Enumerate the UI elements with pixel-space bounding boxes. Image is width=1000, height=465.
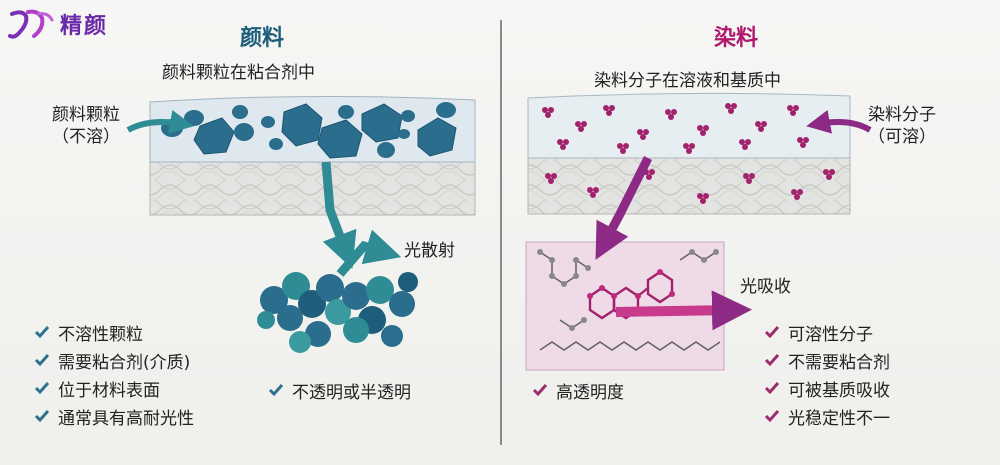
check-icon <box>532 384 548 397</box>
pigment-particle <box>234 123 254 141</box>
check-icon <box>34 326 50 339</box>
dye-molecule <box>557 139 569 150</box>
dye-extra-feature: 高透明度 <box>532 376 624 404</box>
check-icon <box>34 382 50 395</box>
pigment-feature-text: 不溶性颗粒 <box>58 324 143 345</box>
pigment-particle <box>261 116 275 128</box>
pigment-particle <box>184 110 204 126</box>
pigment-particle <box>377 142 395 158</box>
pigment-particle-label-line2: （不溶） <box>52 127 120 147</box>
check-icon <box>34 354 50 367</box>
pigment-particle <box>232 105 248 119</box>
dye-molecule <box>587 187 599 198</box>
dye-molecule <box>617 143 629 154</box>
check-icon <box>764 382 780 395</box>
pigment-feature: 不溶性颗粒 <box>34 318 194 346</box>
dye-molecule <box>823 169 835 180</box>
brand-logo-icon <box>8 9 54 39</box>
pigment-extra-feature-list: 不透明或半透明 <box>268 376 411 404</box>
dye-molecule <box>743 173 755 184</box>
dye-molecule <box>637 129 649 140</box>
dye-feature-text: 光稳定性不一 <box>788 408 890 429</box>
dye-pointer-arrow <box>806 109 872 134</box>
check-icon <box>268 384 284 397</box>
pigment-particle <box>317 119 363 159</box>
dye-molecule <box>697 193 709 204</box>
pigment-particle <box>281 103 323 147</box>
dye-molecule <box>697 125 709 136</box>
pigment-subtitle: 颜料颗粒在粘合剂中 <box>162 63 315 83</box>
dye-feature: 可被基质吸收 <box>764 374 890 402</box>
pigment-feature: 需要粘合剂(介质) <box>34 346 194 374</box>
light-absorb-arrow <box>615 290 752 331</box>
brand-name: 精颜 <box>60 14 109 39</box>
dye-molecule <box>575 121 587 132</box>
center-divider <box>500 20 502 445</box>
dye-molecule <box>787 105 799 116</box>
light-scatter-label: 光散射 <box>404 241 455 261</box>
dye-feature: 光稳定性不一 <box>764 402 890 430</box>
dye-substrate <box>527 157 851 215</box>
pigment-substrate <box>149 159 476 216</box>
brand-logo: 精颜 <box>8 8 108 40</box>
check-icon <box>764 354 780 367</box>
pigment-particle-label: 颜料颗粒 （不溶） <box>52 104 120 148</box>
dye-molecule <box>665 109 677 120</box>
dye-feature-list: 可溶性分子 不需要粘合剂 可被基质吸收 光稳定性不一 <box>764 318 890 430</box>
pigment-particle <box>398 129 410 139</box>
dye-molecule <box>791 189 803 200</box>
pigment-particle <box>401 110 415 122</box>
pigment-particle <box>338 105 354 119</box>
dye-molecule <box>683 143 695 154</box>
dye-molecule <box>725 103 737 114</box>
dye-feature-text: 可被基质吸收 <box>788 380 890 401</box>
pigment-extra-feature: 不透明或半透明 <box>268 376 411 404</box>
check-icon <box>34 410 50 423</box>
pigment-particle-label-line1: 颜料颗粒 <box>52 105 120 125</box>
pigment-particle <box>193 117 235 155</box>
light-in-arrow-dye <box>595 155 653 260</box>
dye-extra-feature-list: 高透明度 <box>532 376 624 404</box>
dye-extra-feature-text: 高透明度 <box>556 382 624 403</box>
dye-molecule-label-line1: 染料分子 <box>868 105 936 125</box>
dye-feature-text: 不需要粘合剂 <box>788 352 890 373</box>
light-absorb-label: 光吸收 <box>740 277 791 297</box>
dye-molecule <box>755 121 767 132</box>
pigment-particle <box>417 117 457 157</box>
check-icon <box>764 326 780 339</box>
pigment-particle <box>269 138 283 150</box>
pigment-pointer-arrow <box>126 109 194 134</box>
pigment-feature: 位于材料表面 <box>34 374 194 402</box>
pigment-feature-list: 不溶性颗粒 需要粘合剂(介质) 位于材料表面 通常具有高耐光性 <box>34 318 194 430</box>
pigment-particle <box>436 102 456 118</box>
pigment-feature: 通常具有高耐光性 <box>34 402 194 430</box>
light-in-arrow <box>321 161 357 269</box>
pigment-feature-text: 位于材料表面 <box>58 380 160 401</box>
pigment-feature-text: 通常具有高耐光性 <box>58 408 194 429</box>
dye-molecule <box>603 105 615 116</box>
check-icon <box>764 410 780 423</box>
dye-title: 染料 <box>714 26 759 51</box>
dye-subtitle: 染料分子在溶液和基质中 <box>594 71 781 91</box>
pigment-extra-feature-text: 不透明或半透明 <box>292 382 411 403</box>
dye-molecule-label-line2: （可溶） <box>868 127 936 147</box>
dye-feature: 可溶性分子 <box>764 318 890 346</box>
pigment-binder-layer <box>149 95 476 163</box>
pigment-title: 颜料 <box>240 26 285 51</box>
pigment-cluster <box>257 272 418 353</box>
dye-feature-text: 可溶性分子 <box>788 324 873 345</box>
dye-molecules <box>542 103 835 204</box>
dye-molecule-label: 染料分子 （可溶） <box>868 104 936 148</box>
dye-feature: 不需要粘合剂 <box>764 346 890 374</box>
dye-molecule <box>797 137 809 148</box>
dye-molecule <box>542 107 554 118</box>
dye-molecule <box>739 139 751 150</box>
light-scatter-arrow <box>336 229 402 277</box>
pigment-particle <box>361 103 403 143</box>
pigment-feature-text: 需要粘合剂(介质) <box>58 352 191 373</box>
dye-molecule <box>545 173 557 184</box>
